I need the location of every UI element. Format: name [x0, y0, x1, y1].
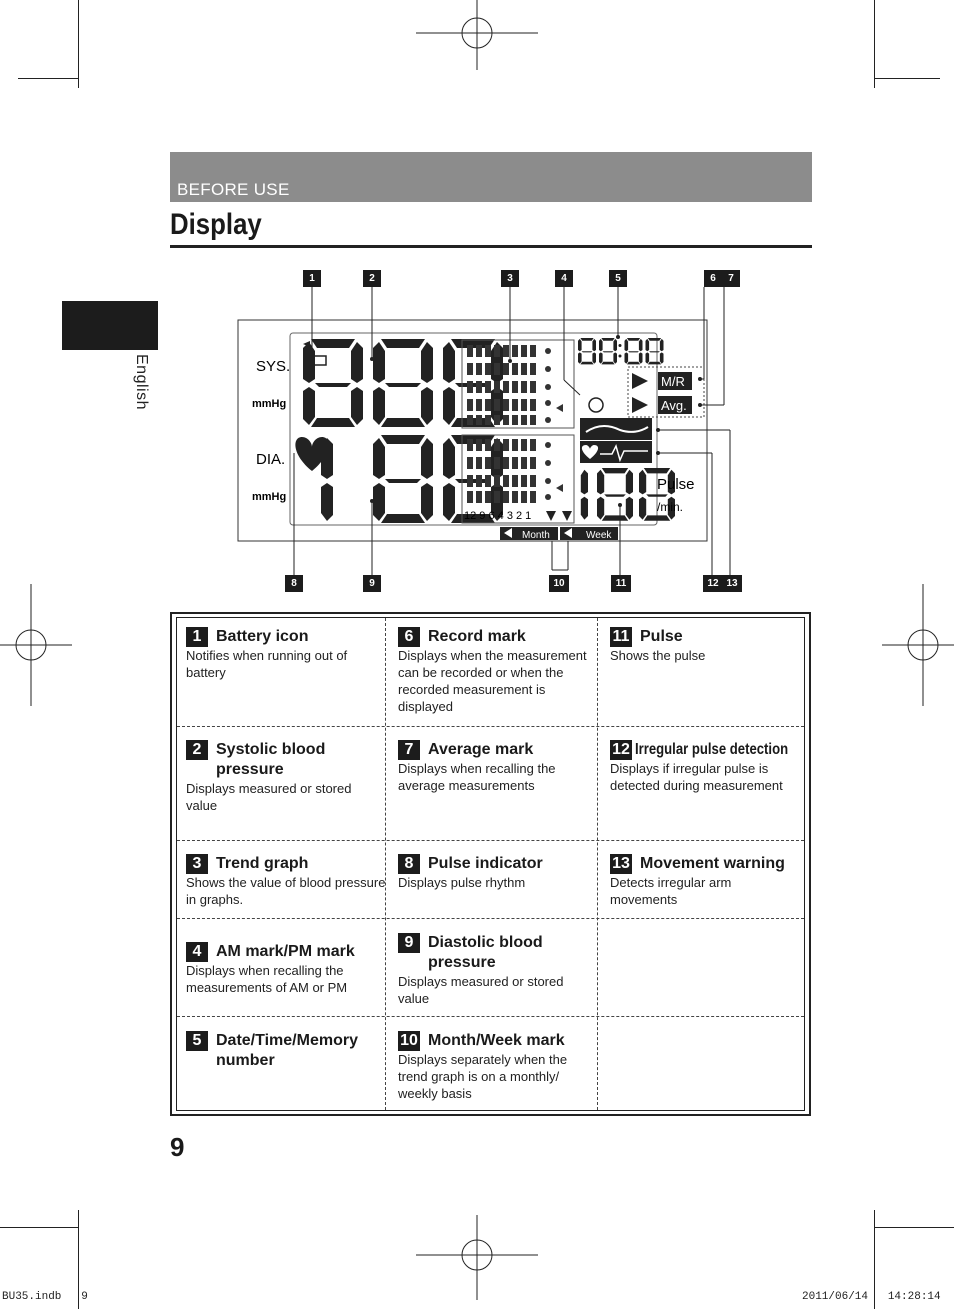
avg-label: Avg.	[661, 398, 687, 413]
callout-12: 12	[703, 575, 723, 592]
callout-10: 10	[549, 575, 569, 592]
page-title: Display	[170, 208, 262, 241]
lcd-display-diagram: SYS. mmHg DIA. mmHg 12 9 6 4 3 2 1	[237, 287, 731, 575]
callout-13: 13	[722, 575, 742, 592]
mmhg-label-bottom: mmHg	[252, 491, 286, 503]
callout-8: 8	[285, 575, 303, 592]
callout-4: 4	[555, 270, 573, 287]
avg-mark	[658, 396, 692, 414]
mmhg-label-top: mmHg	[252, 398, 286, 410]
week-label: Week	[586, 530, 612, 541]
trend-graph-bottom	[461, 434, 575, 524]
section-header-bar	[170, 152, 812, 202]
page-number: 9	[170, 1132, 185, 1162]
mr-mark	[658, 372, 692, 390]
trend-axis-labels: 12 9 6 4 3 2 1	[464, 510, 531, 522]
per-min-label: /min.	[657, 500, 683, 514]
callout-11: 11	[611, 575, 631, 592]
pulse-heart-icon	[295, 437, 329, 471]
mr-label: M/R	[661, 374, 685, 389]
title-rule	[170, 245, 812, 248]
dia-label: DIA.	[256, 451, 285, 468]
footer-timestamp: 2011/06/14 14:28:14	[802, 1291, 941, 1303]
am-sun-icon	[588, 397, 604, 413]
sys-label: SYS.	[256, 358, 290, 375]
time-digits	[578, 338, 664, 365]
callout-9: 9	[363, 575, 381, 592]
legend-table	[176, 617, 805, 1111]
month-mark	[500, 527, 558, 540]
trend-graph-top	[461, 339, 575, 429]
pm-moon-icon	[609, 396, 622, 414]
legend-table-frame	[170, 612, 811, 1116]
pulse-label: Pulse	[657, 476, 695, 493]
section-label: BEFORE USE	[177, 180, 290, 199]
callout-1: 1	[303, 270, 321, 287]
language-tab	[62, 301, 158, 350]
language-label: English	[133, 354, 150, 410]
callout-2: 2	[363, 270, 381, 287]
callout-6: 6	[704, 270, 722, 287]
callout-7: 7	[722, 270, 740, 287]
week-mark	[560, 527, 618, 540]
irregular-pulse-icon	[580, 441, 652, 463]
footer-filename: BU35.indb 9	[2, 1291, 88, 1303]
callout-5: 5	[609, 270, 627, 287]
callout-3: 3	[501, 270, 519, 287]
month-label: Month	[522, 530, 550, 541]
